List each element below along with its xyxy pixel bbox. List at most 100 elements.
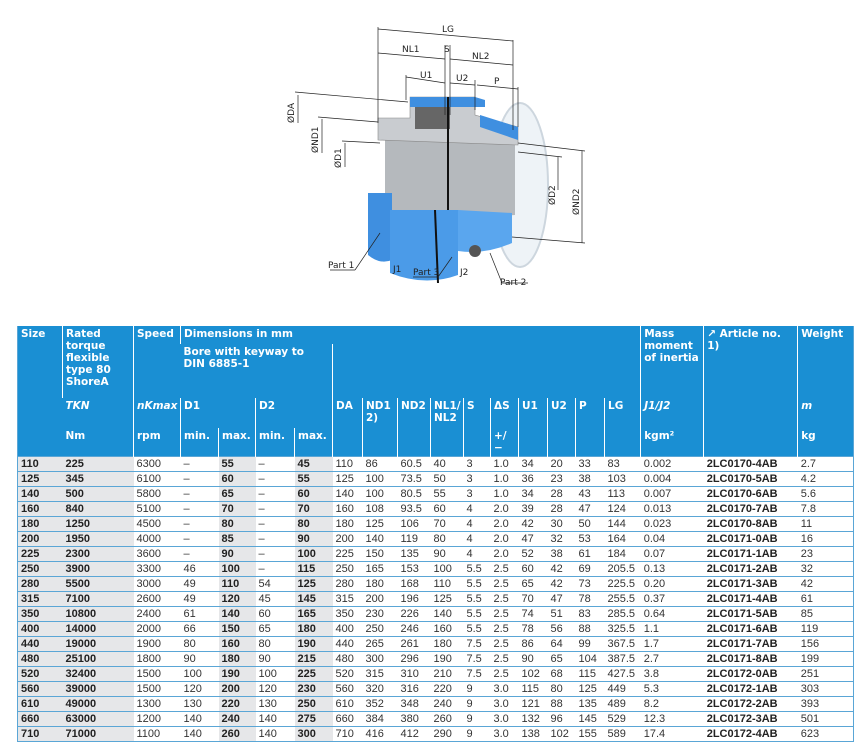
table-cell: 90 xyxy=(255,651,295,667)
article-no-link[interactable]: 2LC0171-5AB xyxy=(703,606,798,622)
table-cell: – xyxy=(255,471,295,487)
table-cell: 3900 xyxy=(62,561,134,577)
article-no-link[interactable]: 2LC0172-4AB xyxy=(703,726,798,742)
table-cell: 23 xyxy=(547,471,576,487)
header-delta-s: ΔS xyxy=(490,398,519,428)
article-no-link[interactable]: 2LC0170-7AB xyxy=(703,501,798,517)
table-cell: 115 xyxy=(575,666,605,682)
table-cell: 4 xyxy=(463,516,491,532)
table-cell: 140 xyxy=(255,726,295,742)
table-cell: 8.2 xyxy=(640,696,704,712)
header-weight: Weight xyxy=(797,326,854,398)
table-cell: 500 xyxy=(62,486,134,502)
table-cell: 1300 xyxy=(133,696,181,712)
label-j2: J2 xyxy=(459,268,468,278)
header-d1: D1 xyxy=(180,398,256,428)
article-no-link[interactable]: 2LC0170-8AB xyxy=(703,516,798,532)
table-cell: 121 xyxy=(518,696,548,712)
table-cell: 2.7 xyxy=(640,651,704,667)
table-cell: 261 xyxy=(397,636,431,652)
table-cell: 280 xyxy=(332,576,363,592)
article-no-link[interactable]: 2LC0171-3AB xyxy=(703,576,798,592)
article-no-link[interactable]: 2LC0172-2AB xyxy=(703,696,798,712)
table-cell: 6100 xyxy=(133,471,181,487)
article-no-link[interactable]: 2LC0170-5AB xyxy=(703,471,798,487)
table-cell: 46 xyxy=(180,561,219,577)
article-no-link[interactable]: 2LC0171-8AB xyxy=(703,651,798,667)
table-cell: 2.0 xyxy=(490,531,519,547)
table-cell: 325.5 xyxy=(604,621,641,637)
unit-rpm: rpm xyxy=(133,428,181,457)
table-cell: 2.5 xyxy=(490,561,519,577)
article-no-link[interactable]: 2LC0171-2AB xyxy=(703,561,798,577)
table-cell: 315 xyxy=(362,666,398,682)
table-cell: 55 xyxy=(218,456,256,472)
table-cell: 7.8 xyxy=(797,501,854,517)
table-cell: 275 xyxy=(294,711,333,727)
table-cell: 215 xyxy=(294,651,333,667)
table-cell: 90 xyxy=(294,531,333,547)
table-cell: 190 xyxy=(218,666,256,682)
table-cell: 1.0 xyxy=(490,456,519,472)
table-cell: 155 xyxy=(575,726,605,742)
table-cell: 7.5 xyxy=(463,666,491,682)
table-cell: 427.5 xyxy=(604,666,641,682)
table-cell: 2.5 xyxy=(490,606,519,622)
table-cell: 0.007 xyxy=(640,486,704,502)
header-mass-moment: Mass moment of inertia xyxy=(640,326,704,398)
table-cell: 49000 xyxy=(62,696,134,712)
table-cell: 416 xyxy=(362,726,398,742)
article-no-link[interactable]: 2LC0172-1AB xyxy=(703,681,798,697)
article-no-link[interactable]: 2LC0171-0AB xyxy=(703,531,798,547)
table-cell: 0.64 xyxy=(640,606,704,622)
table-cell: 449 xyxy=(604,681,641,697)
table-cell: 520 xyxy=(332,666,363,682)
article-no-link[interactable]: 2LC0172-3AB xyxy=(703,711,798,727)
part1-blue xyxy=(368,193,392,262)
table-cell: 70 xyxy=(294,501,333,517)
label-nd2: ØND2 xyxy=(571,189,582,215)
table-cell: 65 xyxy=(547,651,576,667)
table-cell: 115 xyxy=(294,561,333,577)
table-cell: 124 xyxy=(604,501,641,517)
article-no-link[interactable]: 2LC0170-6AB xyxy=(703,486,798,502)
table-cell: 50 xyxy=(575,516,605,532)
table-cell: 9 xyxy=(463,726,491,742)
table-cell: 3000 xyxy=(133,576,181,592)
table-cell: 80 xyxy=(294,516,333,532)
table-cell: 5.3 xyxy=(640,681,704,697)
table-cell: 412 xyxy=(397,726,431,742)
header-u1: U1 xyxy=(518,398,548,457)
article-no-link[interactable]: 2LC0170-4AB xyxy=(703,456,798,472)
table-cell: 199 xyxy=(797,651,854,667)
table-cell: 16 xyxy=(797,531,854,547)
table-cell: 140 xyxy=(218,606,256,622)
table-cell: 240 xyxy=(430,696,464,712)
header-article-no[interactable]: ↗ Article no. 1) xyxy=(703,326,798,428)
table-cell: 164 xyxy=(604,531,641,547)
header-size: Size xyxy=(17,326,63,457)
table-cell: 28 xyxy=(547,501,576,517)
table-cell: 529 xyxy=(604,711,641,727)
article-no-link[interactable]: 2LC0172-0AB xyxy=(703,666,798,682)
table-cell: 3 xyxy=(463,486,491,502)
table-cell: 5.5 xyxy=(463,561,491,577)
table-cell: 70 xyxy=(518,591,548,607)
table-cell: 4000 xyxy=(133,531,181,547)
table-cell: 165 xyxy=(294,606,333,622)
article-no-link[interactable]: 2LC0171-1AB xyxy=(703,546,798,562)
article-no-link[interactable]: 2LC0171-7AB xyxy=(703,636,798,652)
table-cell: 225 xyxy=(62,456,134,472)
header-blank xyxy=(331,344,641,398)
article-no-link[interactable]: 2LC0171-4AB xyxy=(703,591,798,607)
table-cell: 180 xyxy=(430,636,464,652)
table-cell: – xyxy=(180,501,219,517)
article-no-link[interactable]: 2LC0171-6AB xyxy=(703,621,798,637)
table-cell: 100 xyxy=(294,546,333,562)
table-cell: 610 xyxy=(17,696,63,712)
label-d1: ØD1 xyxy=(333,148,344,168)
table-cell: 2.5 xyxy=(490,666,519,682)
